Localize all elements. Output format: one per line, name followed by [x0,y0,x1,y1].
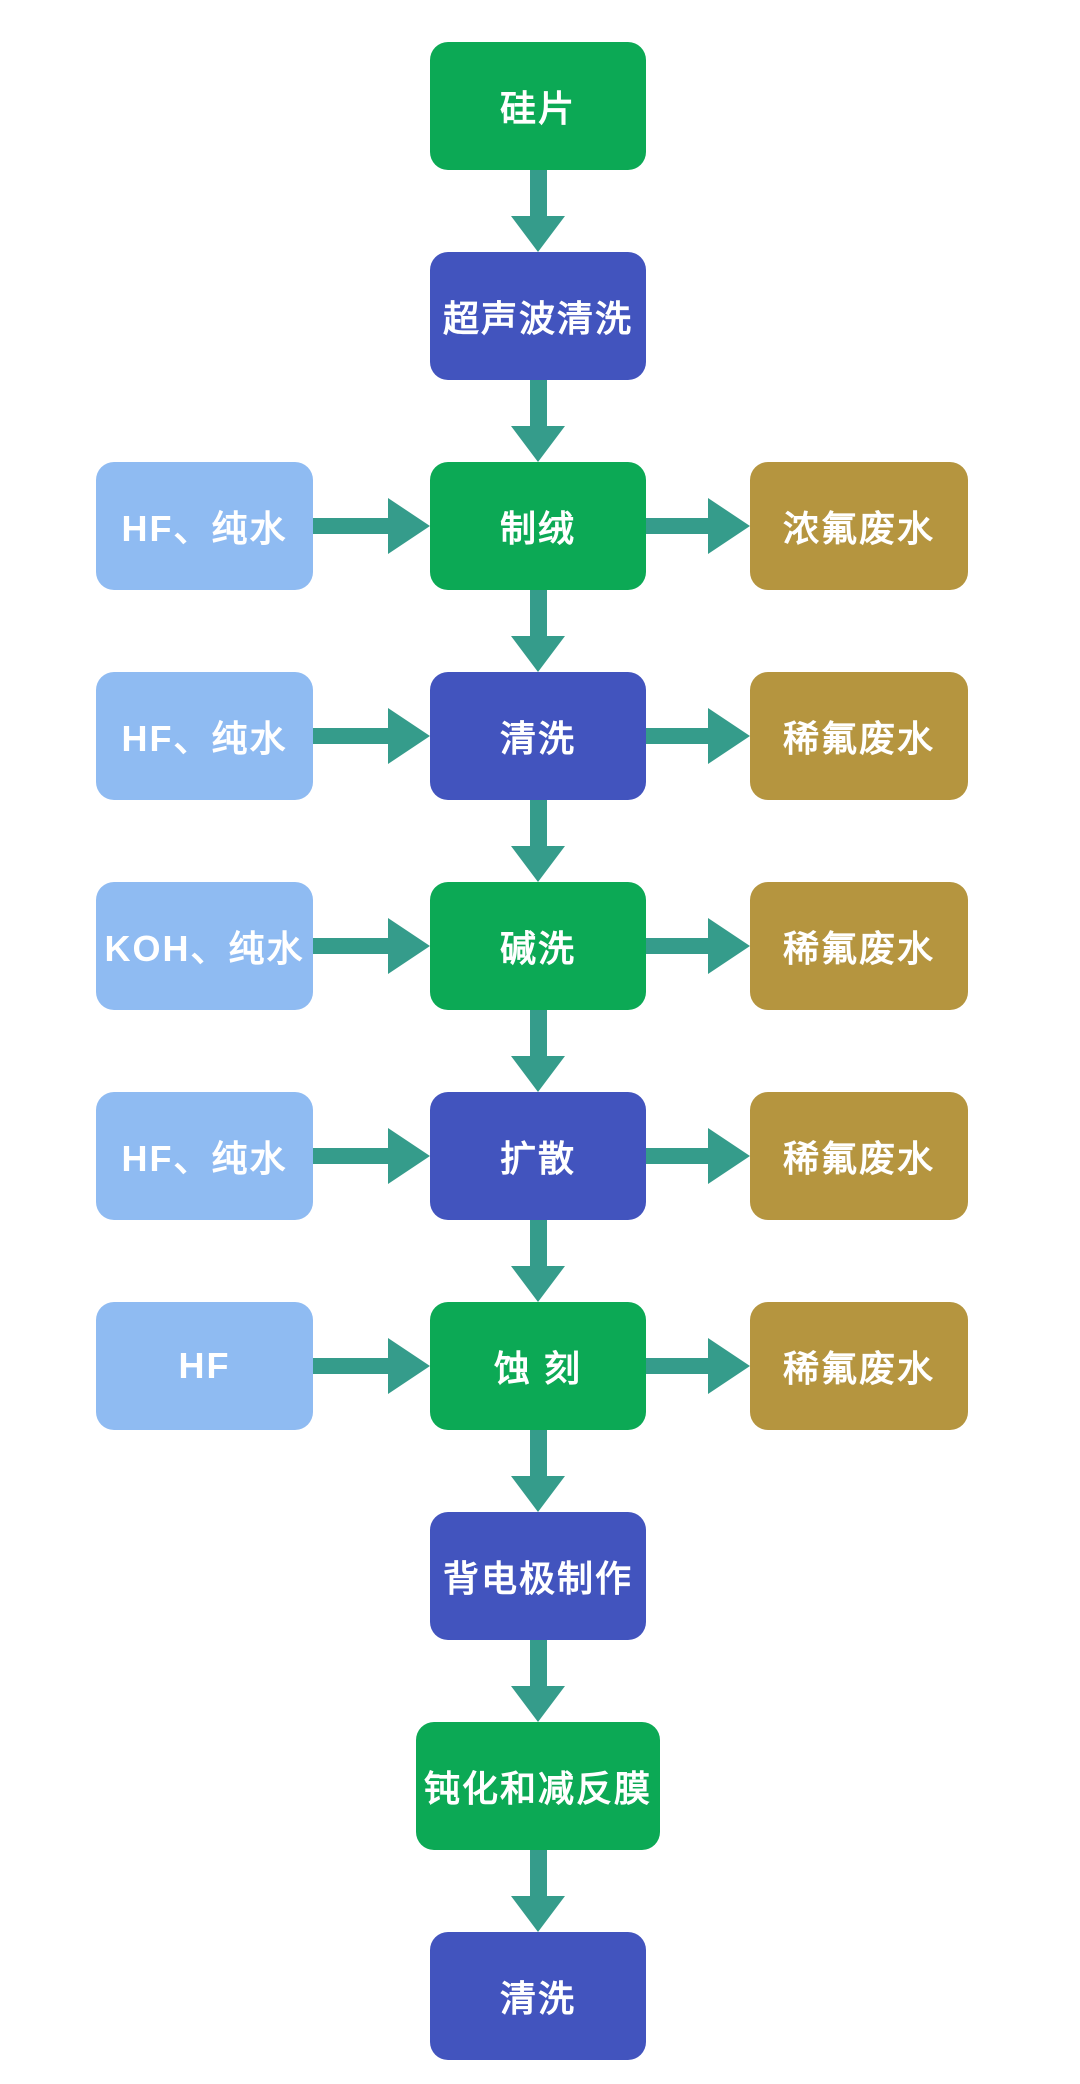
waste-node-etching: 稀氟废水 [750,1302,968,1430]
flow-node-silicon-wafer: 硅片 [430,42,646,170]
flow-node-etching: 蚀 刻 [430,1302,646,1430]
waste-node-texturing: 浓氟废水 [750,462,968,590]
flow-node-passivation-arfilm: 钝化和减反膜 [416,1722,660,1850]
arrow-right-icon [313,1128,430,1184]
input-node-etching: HF [96,1302,313,1430]
arrow-down-icon [511,800,565,882]
flow-node-alkaline-wash: 碱洗 [430,882,646,1010]
arrow-down-icon [511,1220,565,1302]
input-node-alkaline-wash: KOH、纯水 [96,882,313,1010]
input-node-cleaning-1: HF、纯水 [96,672,313,800]
flow-node-diffusion: 扩散 [430,1092,646,1220]
flow-node-cleaning-1: 清洗 [430,672,646,800]
arrow-right-icon [646,498,750,554]
flow-node-ultrasonic-clean: 超声波清洗 [430,252,646,380]
arrow-right-icon [646,918,750,974]
arrow-down-icon [511,1010,565,1092]
arrow-down-icon [511,590,565,672]
arrow-right-icon [313,708,430,764]
flow-node-final-cleaning: 清洗 [430,1932,646,2060]
arrow-down-icon [511,170,565,252]
input-node-diffusion: HF、纯水 [96,1092,313,1220]
flow-node-back-electrode: 背电极制作 [430,1512,646,1640]
waste-node-cleaning-1: 稀氟废水 [750,672,968,800]
arrow-right-icon [313,498,430,554]
arrow-right-icon [646,1338,750,1394]
input-node-texturing: HF、纯水 [96,462,313,590]
waste-node-diffusion: 稀氟废水 [750,1092,968,1220]
waste-node-alkaline-wash: 稀氟废水 [750,882,968,1010]
arrow-down-icon [511,1850,565,1932]
flow-node-texturing: 制绒 [430,462,646,590]
arrow-right-icon [313,918,430,974]
arrow-right-icon [646,1128,750,1184]
arrow-right-icon [646,708,750,764]
arrow-down-icon [511,1430,565,1512]
arrow-down-icon [511,1640,565,1722]
arrow-down-icon [511,380,565,462]
arrow-right-icon [313,1338,430,1394]
